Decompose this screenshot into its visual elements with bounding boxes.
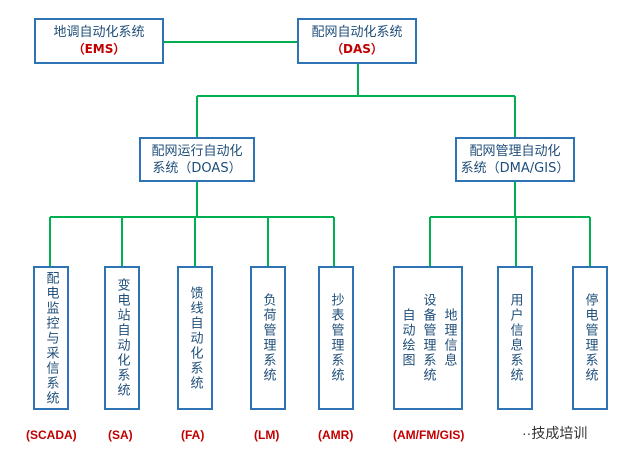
dma-node: 配网管理自动化 系统（DMA/GIS） [455,137,575,182]
leaf-scada-text: 配电监控与采信系统 [43,270,59,406]
leaf-amfmgis-col3: 地理信息 [441,308,457,368]
abbr-amfmgis: (AM/FM/GIS) [393,428,465,442]
leaf-amr: 抄表管理系统 [318,266,354,410]
doas-line2-text: 系统（DOAS） [152,161,242,176]
leaf-amfmgis-col2: 设备管理系统 [420,293,436,383]
ems-name: 地调自动化系统 [53,25,145,40]
abbr-lm: (LM) [254,428,280,442]
ems-abbr: （EMS） [72,42,126,56]
leaf-amfmgis-cols: 自动绘图 设备管理系统 地理信息 [399,293,458,383]
abbr-amr: (AMR) [318,428,354,442]
leaf-scada: 配电监控与采信系统 [33,266,69,410]
das-node: 配网自动化系统 （DAS） [297,18,417,64]
ems-node: 地调自动化系统 （EMS） [34,18,164,64]
leaf-outage: 停电管理系统 [572,266,608,410]
dma-line2: 系统（DMA/GIS） [460,161,570,176]
abbr-scada: (SCADA) [26,428,77,442]
watermark: ··技成培训 [522,425,588,441]
das-abbr: （DAS） [331,42,383,56]
leaf-outage-text: 停电管理系统 [582,293,598,383]
leaf-fa-text: 馈线自动化系统 [187,285,203,391]
leaf-amfmgis: 自动绘图 设备管理系统 地理信息 [393,266,463,410]
abbr-sa: (SA) [108,428,133,442]
doas-line1: 配网运行自动化 [151,144,243,159]
leaf-sa: 变电站自动化系统 [104,266,140,410]
leaf-lm-text: 负荷管理系统 [260,293,276,383]
leaf-lm: 负荷管理系统 [250,266,286,410]
doas-line2: 系统（DOAS） [141,160,253,177]
leaf-sa-text: 变电站自动化系统 [114,278,130,398]
dma-line1: 配网管理自动化 [469,144,561,159]
leaf-amfmgis-col1: 自动绘图 [399,308,415,368]
doas-node: 配网运行自动化 系统（DOAS） [139,137,255,182]
leaf-customer: 用户信息系统 [497,266,533,410]
leaf-customer-text: 用户信息系统 [507,293,523,383]
leaf-fa: 馈线自动化系统 [177,266,213,410]
das-name: 配网自动化系统 [311,25,403,40]
leaf-amr-text: 抄表管理系统 [328,293,344,383]
abbr-fa: (FA) [181,428,205,442]
